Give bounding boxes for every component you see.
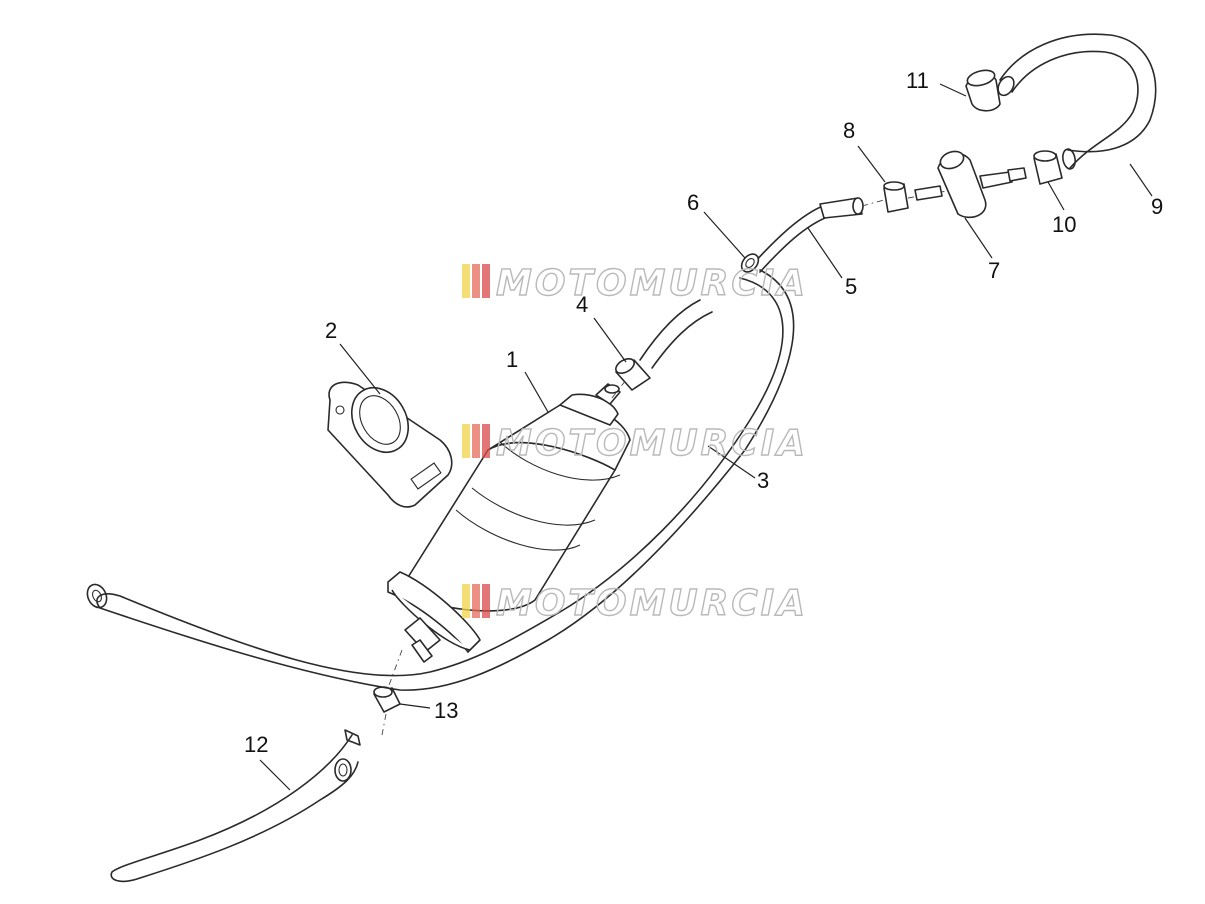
part-5-bent-tube: [751, 197, 864, 273]
callout-5: 5: [845, 274, 857, 299]
watermark-middle: MOTOMURCIA: [462, 422, 808, 465]
part-6-ring: [740, 253, 760, 273]
callout-6: 6: [687, 190, 699, 215]
part-10-sleeve: [1033, 150, 1063, 185]
callout-8: 8: [843, 118, 855, 143]
part-2-pump-clamp: [327, 381, 453, 508]
callout-11: 11: [906, 68, 929, 93]
part-1-fuel-pump: [387, 383, 631, 663]
watermark-text: MOTOMURCIA: [496, 263, 808, 304]
part-8-clamp: [861, 181, 909, 213]
part-4-sleeve: [611, 357, 651, 399]
watermark-text: MOTOMURCIA: [496, 583, 808, 624]
leader-lines: [259, 83, 1153, 791]
callout-7: 7: [988, 258, 1000, 283]
watermark-text: MOTOMURCIA: [496, 423, 808, 464]
callout-labels: 1 2 3 4 5 6 7 8 9 10 11 12 13: [244, 68, 1163, 757]
part-3-hose: [86, 269, 795, 691]
callout-3: 3: [757, 468, 769, 493]
callout-1: 1: [506, 347, 518, 372]
part-13-sleeve: [373, 649, 403, 736]
callout-9: 9: [1151, 194, 1163, 219]
watermark-bottom: MOTOMURCIA: [462, 582, 808, 625]
watermark-top: MOTOMURCIA: [462, 262, 808, 305]
callout-4: 4: [576, 292, 588, 317]
callout-10: 10: [1052, 212, 1076, 237]
part-12-lower-hose: [110, 729, 361, 883]
callout-2: 2: [325, 318, 337, 343]
part-7-fuel-filter: [907, 150, 1031, 219]
part-11-clamp: [965, 69, 1001, 112]
part-9-u-hose: [997, 33, 1157, 170]
callout-12: 12: [244, 732, 268, 757]
callout-13: 13: [434, 698, 458, 723]
